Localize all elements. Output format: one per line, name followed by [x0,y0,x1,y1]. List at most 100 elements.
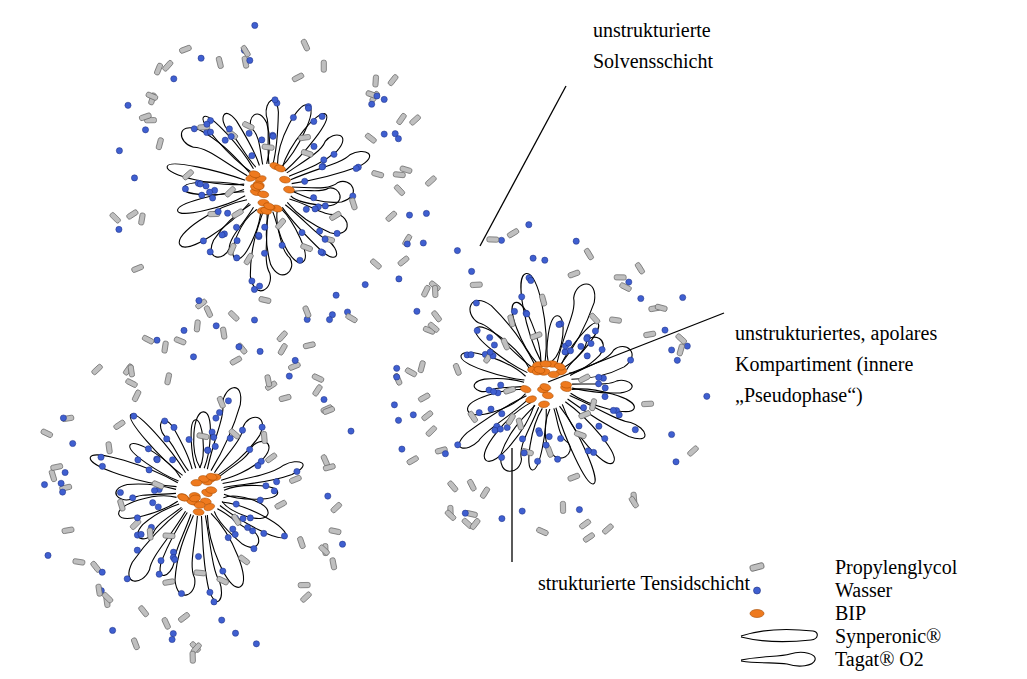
water-molecule [584,353,590,359]
tagat-o2-molecule [494,401,547,475]
bip-molecule [540,361,551,368]
water-molecule [60,415,66,421]
water-molecule [186,436,192,442]
water-molecule [164,436,170,442]
water-molecule [211,599,217,605]
water-molecule [227,435,233,441]
water-molecule [321,157,327,163]
propylenglycol-molecule [614,275,626,280]
propylenglycol-molecule [609,317,622,324]
water-molecule [281,533,287,539]
water-molecule [190,354,196,360]
water-molecule [497,426,503,432]
water-molecule [219,617,225,623]
water-molecule [528,277,534,283]
synperonic-molecule [220,491,271,523]
legend-text: Tagat® O2 [835,648,924,671]
synperonic-molecule [175,192,253,253]
water-molecule [294,468,300,474]
water-molecule [220,568,226,574]
bip-molecule [279,176,291,184]
legend-text: Propylenglycol [835,556,957,579]
water-molecule [230,526,236,532]
propylenglycol-molecule [641,401,653,407]
water-molecule [207,589,213,595]
water-molecule [257,283,263,289]
water-molecule [473,300,479,306]
water-molecule [99,569,105,575]
water-molecule [162,418,168,424]
water-molecule [255,463,261,469]
water-molecule [134,547,140,553]
propylenglycol-molecule [224,186,236,198]
propylenglycol-molecule [387,74,398,87]
molecules [109,22,437,349]
propylenglycol-molecule [619,282,632,292]
water-molecule [638,295,644,301]
water-molecule [455,442,461,448]
water-molecule [680,294,686,300]
water-molecule [146,467,152,473]
bip-molecule [191,480,202,487]
water-molecule [523,310,529,316]
water-molecule [257,348,263,354]
water-molecule [474,327,480,333]
micelle [109,22,437,349]
propylenglycol-molecule [318,544,330,556]
propylenglycol-molecule [322,235,335,243]
propylenglycol-molecule [675,333,687,345]
water-molecule [322,203,328,209]
propylenglycol-molecule [117,499,125,512]
legend-swatch [750,610,764,618]
water-molecule [353,165,359,171]
water-molecule [154,337,160,343]
bip-molecule [560,381,572,389]
propylenglycol-molecule [406,455,419,466]
propylenglycol-molecule [385,210,397,222]
water-molecule [530,255,536,261]
propylenglycol-molecule [236,342,248,355]
water-molecule [562,349,568,355]
water-molecule [596,374,602,380]
propylenglycol-molecule [628,496,639,509]
propylenglycol-molecule [174,336,187,345]
bip-molecule [252,182,264,191]
water-molecule [58,480,64,486]
propylenglycol-molecule [322,406,335,415]
propylenglycol-molecule [589,312,601,324]
propylenglycol-molecule [162,341,169,354]
propylenglycol-molecule [397,255,410,267]
propylenglycol-molecule [425,425,437,437]
water-molecule [299,230,305,236]
water-molecule [602,385,608,391]
water-molecule [369,101,375,107]
water-molecule [303,206,309,212]
propylenglycol-molecule [109,212,121,224]
surfactant-layer [88,385,305,603]
propylenglycol-molecule [261,431,267,443]
water-molecule [172,557,178,563]
bip-molecule [519,384,532,394]
water-molecule [333,292,339,298]
water-molecule [62,469,68,475]
water-molecule [628,357,634,363]
water-molecule [543,442,549,448]
water-molecule [225,398,231,404]
propylenglycol-molecule [393,171,405,177]
water-molecule [406,212,412,218]
water-molecule [588,340,594,346]
propylenglycol-molecule [258,296,271,304]
propylenglycol-molecule [289,475,302,484]
water-molecule [519,436,525,442]
tagat-o2-molecule [155,512,198,578]
propylenglycol-molecule [62,527,75,534]
propylenglycol-molecule [602,523,614,535]
propylenglycol-molecule [298,582,310,587]
water-molecule [195,553,201,559]
water-molecule [212,443,218,449]
propylenglycol-molecule [505,413,516,426]
propylenglycol-molecule [276,330,288,342]
propylenglycol-molecule [418,392,431,402]
propylenglycol-molecule [371,170,384,178]
water-molecule [239,427,245,433]
